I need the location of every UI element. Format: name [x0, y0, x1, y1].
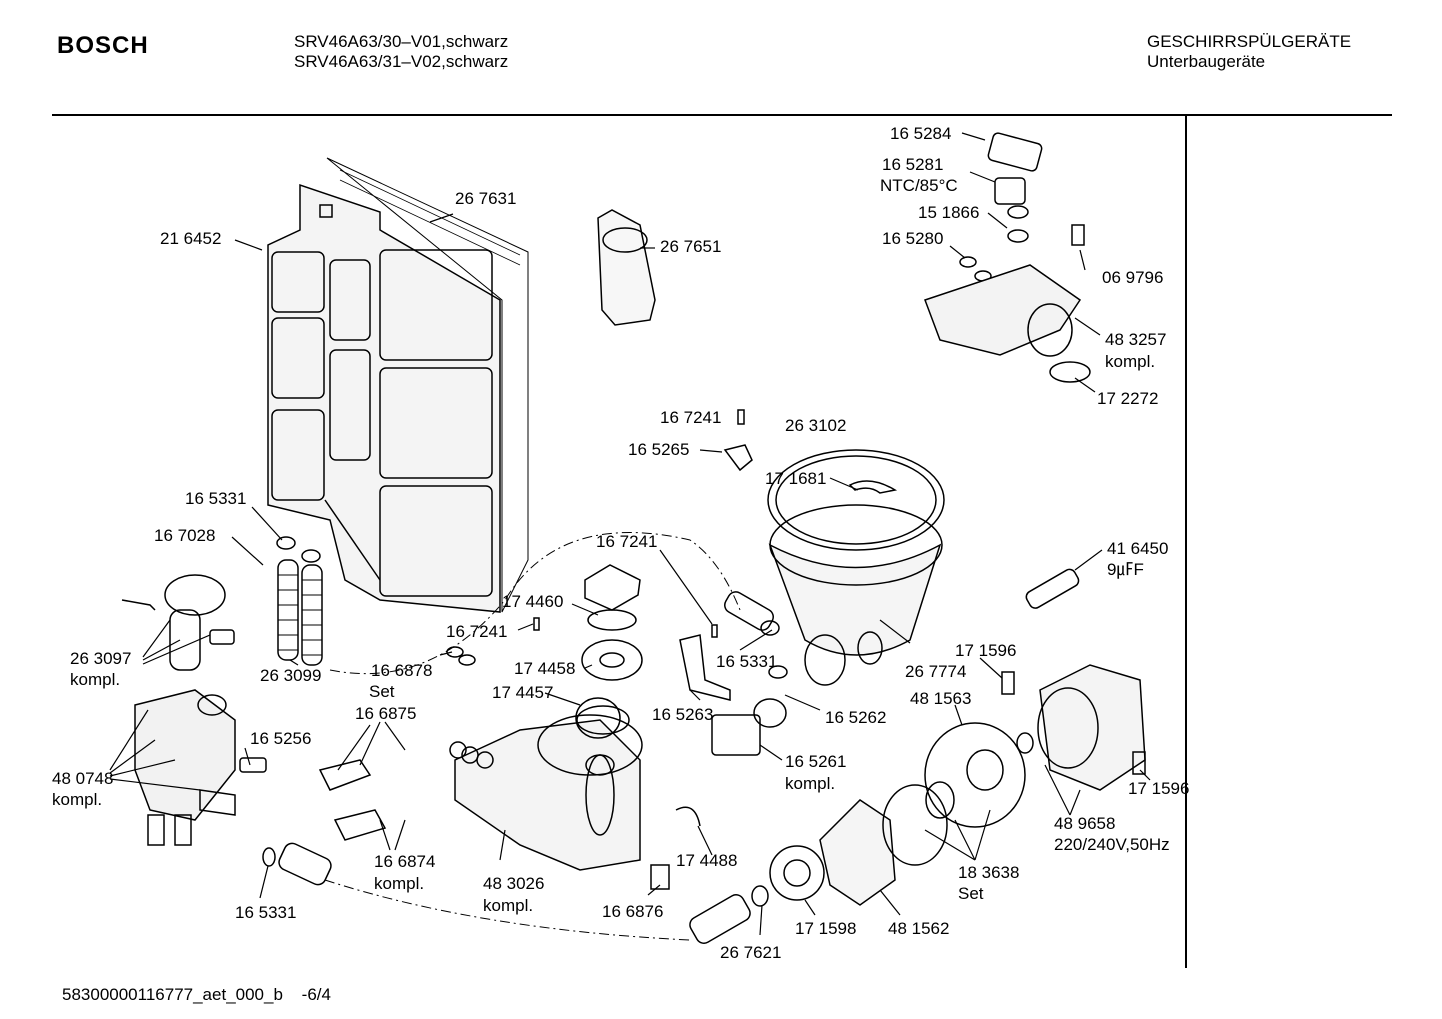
hose-connector-part	[724, 591, 788, 679]
sump-assembly-part	[767, 449, 945, 686]
label-166874: 16 6874	[374, 852, 435, 871]
water-inlet-block-part	[134, 689, 267, 846]
category-subtitle: Unterbaugeräte	[1147, 52, 1266, 71]
label-171596-a: 17 1596	[955, 641, 1016, 660]
label-167241-a: 16 7241	[660, 408, 721, 427]
label-167241-b: 16 7241	[596, 532, 657, 551]
label-166875: 16 6875	[355, 704, 416, 723]
label-174458: 17 4458	[514, 659, 575, 678]
page-number: -6/4	[301, 985, 331, 1004]
label-kompl-480748: kompl.	[52, 790, 102, 809]
label-kompl-263097: kompl.	[70, 670, 120, 689]
label-416450: 41 6450	[1107, 539, 1168, 558]
label-166876: 16 6876	[602, 902, 663, 921]
label-174460: 17 4460	[502, 592, 563, 611]
label-174457: 17 4457	[492, 683, 553, 702]
label-165280: 16 5280	[882, 229, 943, 248]
label-165265: 16 5265	[628, 440, 689, 459]
drain-pump-part	[769, 722, 1034, 906]
label-kompl-483026: kompl.	[483, 896, 533, 915]
label-165284: 16 5284	[890, 124, 951, 143]
label-166878: 16 6878	[371, 661, 432, 680]
label-165262: 16 5262	[825, 708, 886, 727]
label-489658: 48 9658	[1054, 814, 1115, 833]
label-167241-c: 16 7241	[446, 622, 507, 641]
label-263097: 26 3097	[70, 649, 131, 668]
label-165331-b: 16 5331	[716, 652, 777, 671]
brand-logo: BOSCH	[57, 32, 149, 59]
header-rule	[52, 114, 1392, 116]
label-voltage: 220/240V,50Hz	[1054, 835, 1170, 854]
label-set-183638: Set	[958, 884, 984, 903]
diverter-valve-part	[924, 132, 1091, 383]
model-line-1: SRV46A63/30–V01,schwarz	[294, 32, 509, 51]
model-line-2: SRV46A63/31–V02,schwarz	[294, 52, 509, 71]
filter-ring-part	[576, 564, 643, 735]
label-069796: 06 9796	[1102, 268, 1163, 287]
valve-assembly-part	[121, 574, 235, 671]
lower-hose-part	[262, 842, 769, 944]
label-171596-b: 17 1596	[1128, 779, 1189, 798]
footer-doc-id: 58300000116777_aet_000_b -6/4	[62, 985, 331, 1005]
label-183638: 18 3638	[958, 863, 1019, 882]
label-174488: 17 4488	[676, 851, 737, 870]
label-263099: 26 3099	[260, 666, 321, 685]
label-267774: 26 7774	[905, 662, 966, 681]
label-kompl-165261: kompl.	[785, 774, 835, 793]
circulation-motor-part	[1001, 664, 1146, 791]
label-172272: 17 2272	[1097, 389, 1158, 408]
rinse-bottle-part	[597, 209, 656, 326]
hose-pair-part	[276, 536, 323, 666]
label-167028: 16 7028	[154, 526, 215, 545]
label-171598: 17 1598	[795, 919, 856, 938]
label-capacitance: 9㎌F	[1107, 560, 1144, 580]
label-set-166878: Set	[369, 682, 395, 701]
label-267651: 26 7651	[660, 237, 721, 256]
water-tank-part	[267, 183, 501, 613]
label-165256: 16 5256	[250, 729, 311, 748]
label-165331-a: 16 5331	[185, 489, 246, 508]
capacitor-part	[1025, 568, 1080, 609]
label-216452: 21 6452	[160, 229, 221, 248]
doc-id: 58300000116777_aet_000_b	[62, 985, 283, 1004]
label-480748: 48 0748	[52, 769, 113, 788]
label-267631: 26 7631	[455, 189, 516, 208]
misc-small-parts	[318, 204, 753, 890]
right-border-rule	[1185, 116, 1187, 968]
label-165261: 16 5261	[785, 752, 846, 771]
label-kompl-483257: kompl.	[1105, 352, 1155, 371]
category-title: GESCHIRRSPÜLGERÄTE	[1147, 32, 1352, 51]
label-151866: 15 1866	[918, 203, 979, 222]
label-483257: 48 3257	[1105, 330, 1166, 349]
label-165263: 16 5263	[652, 705, 713, 724]
label-267621: 26 7621	[720, 943, 781, 962]
pump-housing-part	[449, 697, 643, 871]
label-ntc: NTC/85°C	[880, 176, 958, 195]
leader-lines	[109, 132, 1151, 936]
label-263102: 26 3102	[785, 416, 846, 435]
label-165331-c: 16 5331	[235, 903, 296, 922]
label-kompl-166874: kompl.	[374, 874, 424, 893]
label-483026: 48 3026	[483, 874, 544, 893]
label-165281: 16 5281	[882, 155, 943, 174]
label-481563: 48 1563	[910, 689, 971, 708]
label-171681: 17 1681	[765, 469, 826, 488]
label-481562: 48 1562	[888, 919, 949, 938]
